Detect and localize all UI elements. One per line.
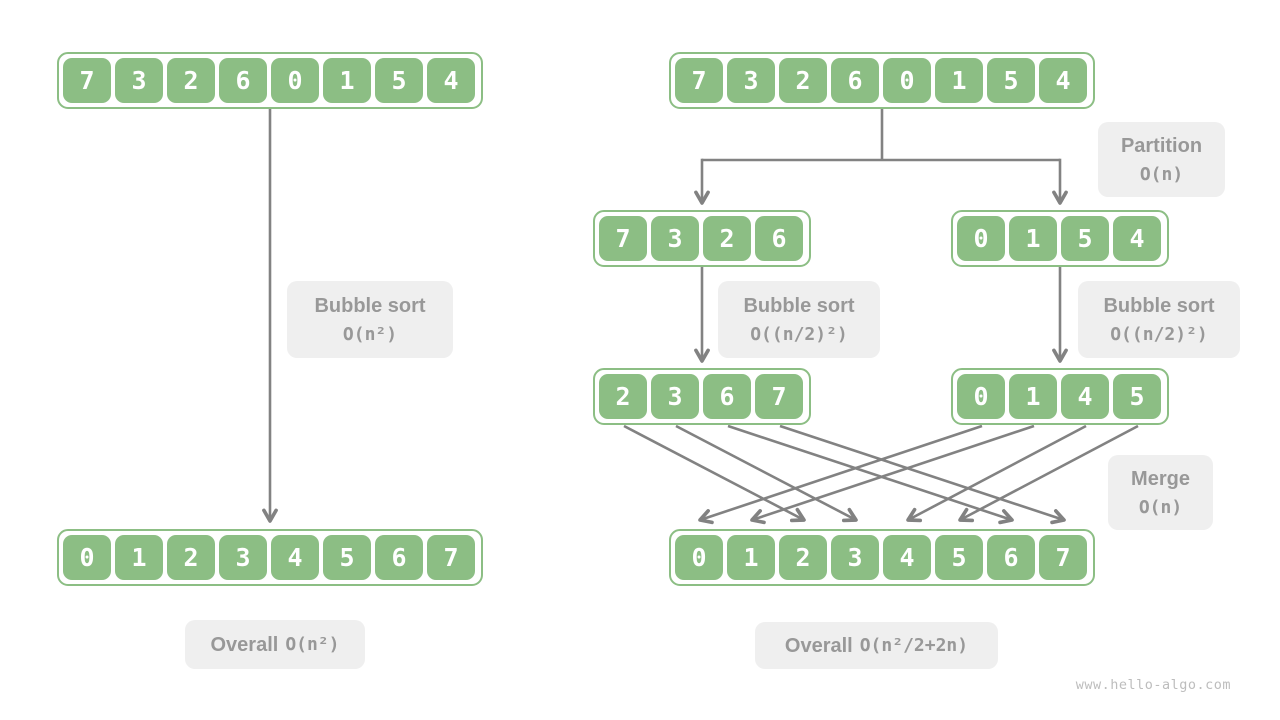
merge-arrow-3 <box>675 424 858 523</box>
array-cell: 2 <box>703 216 751 261</box>
label-title: Bubble sort <box>743 295 855 317</box>
array-cell: 5 <box>1061 216 1109 261</box>
array-cell: 0 <box>883 58 931 103</box>
array-cell: 2 <box>779 535 827 580</box>
array-cell: 3 <box>651 374 699 419</box>
array-cell: 5 <box>1113 374 1161 419</box>
watermark-url: www.hello-algo.com <box>1075 677 1231 693</box>
merge-arrow-2 <box>623 424 806 523</box>
array-cell: 4 <box>1039 58 1087 103</box>
bubble-sort-label-sub-left: Bubble sort O((n/2)²) <box>718 281 880 358</box>
array-cell: 4 <box>271 535 319 580</box>
overall-title: Overall <box>784 634 853 657</box>
array-cell: 7 <box>599 216 647 261</box>
array-cell: 2 <box>167 58 215 103</box>
array-cell: 5 <box>935 535 983 580</box>
merge-arrow-4 <box>906 424 1087 523</box>
array-cell: 0 <box>271 58 319 103</box>
array-cell: 1 <box>323 58 371 103</box>
array-cell: 0 <box>957 216 1005 261</box>
array-cell: 7 <box>63 58 111 103</box>
array-cell: 4 <box>1061 374 1109 419</box>
label-complexity: O(n) <box>1139 164 1184 185</box>
array-cell: 0 <box>63 535 111 580</box>
overall-complexity: O(n²/2+2n) <box>859 635 969 656</box>
array-cell: 7 <box>427 535 475 580</box>
merge-arrow-7 <box>779 424 1066 525</box>
array-cell: 4 <box>883 535 931 580</box>
array-cell: 0 <box>675 535 723 580</box>
array-cell: 7 <box>675 58 723 103</box>
label-title: Bubble sort <box>314 295 426 317</box>
array-cell: 3 <box>831 535 879 580</box>
overall-complexity: O(n²) <box>285 634 340 655</box>
label-complexity: O((n/2)²) <box>750 324 848 345</box>
array-cell: 6 <box>755 216 803 261</box>
label-complexity: O(n) <box>1138 497 1183 518</box>
array-cell: 6 <box>987 535 1035 580</box>
overall-title: Overall <box>210 633 279 656</box>
array-cell: 2 <box>599 374 647 419</box>
label-title: Merge <box>1131 468 1190 490</box>
array-cell: 1 <box>115 535 163 580</box>
array-cell: 4 <box>427 58 475 103</box>
array-cell: 7 <box>1039 535 1087 580</box>
merge-arrow-6 <box>727 424 1014 525</box>
array-cell: 3 <box>727 58 775 103</box>
bubble-sort-label-sub-right: Bubble sort O((n/2)²) <box>1078 281 1240 358</box>
bubble-sort-label-left-panel: Bubble sort O(n²) <box>287 281 453 358</box>
array-cell: 1 <box>1009 374 1057 419</box>
array-cell: 3 <box>219 535 267 580</box>
array-cell: 1 <box>935 58 983 103</box>
array-cell: 4 <box>1113 216 1161 261</box>
array-cell: 6 <box>375 535 423 580</box>
overall-label-left: Overall O(n²) <box>185 620 365 669</box>
array-cell: 5 <box>323 535 371 580</box>
label-title: Bubble sort <box>1103 295 1215 317</box>
merge-arrow-0 <box>698 424 983 525</box>
overall-label-right: Overall O(n²/2+2n) <box>755 622 998 669</box>
array-cell: 6 <box>219 58 267 103</box>
array-cell: 1 <box>727 535 775 580</box>
array-cell: 7 <box>755 374 803 419</box>
merge-label: Merge O(n) <box>1108 455 1213 530</box>
array-cell: 2 <box>779 58 827 103</box>
array-cell: 3 <box>115 58 163 103</box>
array-cell: 5 <box>375 58 423 103</box>
label-title: Partition <box>1120 135 1203 157</box>
array-cell: 1 <box>1009 216 1057 261</box>
array-cell: 3 <box>651 216 699 261</box>
partition-label: Partition O(n) <box>1098 122 1225 197</box>
label-complexity: O((n/2)²) <box>1110 324 1208 345</box>
array-cell: 2 <box>167 535 215 580</box>
label-complexity: O(n²) <box>342 324 398 345</box>
array-cell: 6 <box>831 58 879 103</box>
array-cell: 5 <box>987 58 1035 103</box>
merge-arrow-1 <box>750 424 1035 525</box>
array-cell: 0 <box>957 374 1005 419</box>
array-cell: 6 <box>703 374 751 419</box>
